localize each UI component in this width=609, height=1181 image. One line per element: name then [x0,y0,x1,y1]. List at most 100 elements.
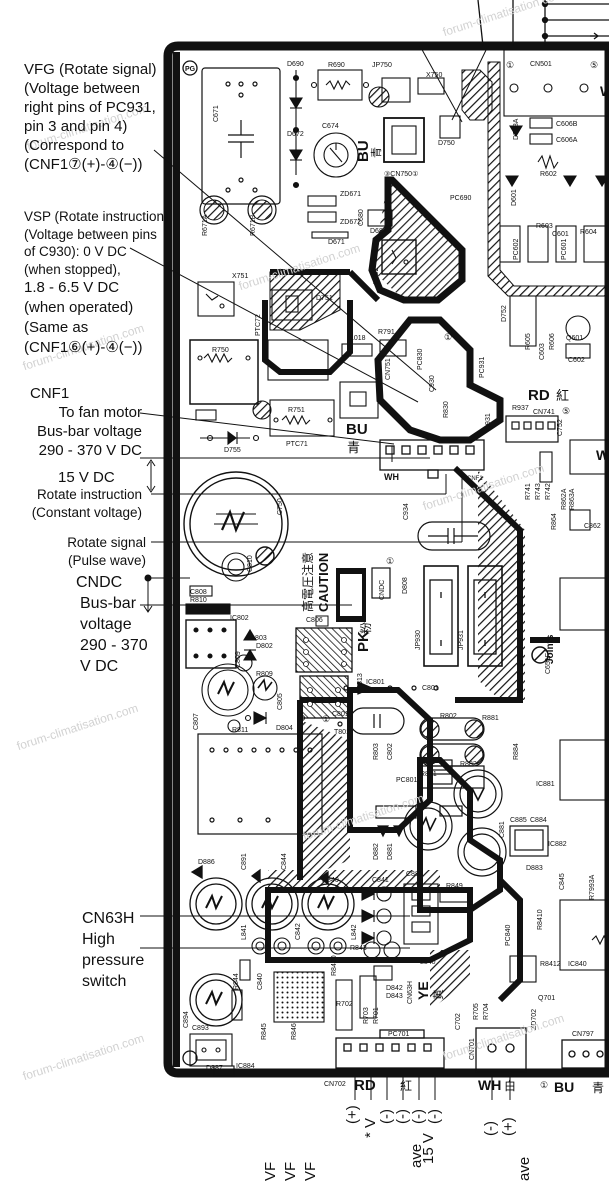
pin-label: ave [516,1156,533,1181]
svg-text:R881: R881 [482,715,499,722]
svg-text:粉: 粉 [359,622,373,634]
svg-text:R846: R846 [291,1023,298,1040]
svg-text:IC840: IC840 [568,961,587,968]
svg-text:R702: R702 [336,1001,353,1008]
left-mid-labels: C808 R810 C810 R899 IC802 D803 D802 R809… [190,555,293,734]
svg-text:R830: R830 [443,401,450,418]
svg-text:青: 青 [370,147,383,158]
connector-cn701 [475,1027,609,1073]
svg-text:⑤: ⑤ [562,406,570,416]
svg-text:CAUTION: CAUTION [316,553,331,612]
svg-text:BU: BU [346,421,368,438]
right-column-labels: CN501 WH D758A C606B C606A R602 D601 R60… [501,61,609,968]
svg-text:PC840: PC840 [505,924,512,946]
svg-text:WH: WH [384,472,399,482]
svg-text:C805: C805 [277,693,284,710]
svg-text:L841: L841 [241,924,248,940]
top-wires [477,0,609,47]
svg-text:C807: C807 [193,713,200,730]
svg-text:D681: D681 [370,228,387,235]
svg-text:D887: D887 [206,1065,223,1072]
svg-text:CN751: CN751 [385,358,392,380]
annotation-line: (when operated) [24,299,134,316]
svg-text:C671: C671 [213,105,220,122]
svg-text:R8410: R8410 [537,909,544,930]
pin-label: (-) [482,1121,499,1136]
capacitor-bottom-labels: D886 C891 C844 D840 L841 C842 L842 C894 [183,853,358,1028]
pin-label: VF [282,1161,299,1181]
svg-text:Q601: Q601 [566,335,583,342]
annotation-line: CNDC [76,574,123,591]
svg-text:CN701: CN701 [469,1038,476,1060]
svg-text:PC830: PC830 [417,348,424,370]
annotation-line: Bus-bar voltage [36,423,142,440]
svg-text:CN702: CN702 [324,1081,346,1088]
svg-text:PTC71: PTC71 [286,441,308,448]
svg-text:WH: WH [596,447,609,463]
svg-text:X752: X752 [373,268,380,284]
svg-text:C606A: C606A [556,137,578,144]
svg-text:C801: C801 [332,711,349,718]
svg-text:C891: C891 [241,853,248,870]
svg-text:C680: C680 [358,209,365,226]
svg-text:PC931: PC931 [479,356,486,378]
svg-text:D803: D803 [250,635,267,642]
svg-text:R690: R690 [328,62,345,69]
annotation-15vdc: 15 V DC [58,469,115,486]
svg-text:①: ① [540,1080,548,1090]
connector-cnf1-tag: BU 青 [346,421,368,455]
annotation-line: VSP (Rotate instruction) [24,209,169,224]
svg-text:D882: D882 [373,843,380,860]
svg-text:C750: C750 [277,498,284,515]
svg-text:PTC72: PTC72 [255,314,262,336]
annotation-line: (Voltage between [24,80,140,97]
svg-text:RD: RD [354,1077,376,1094]
svg-text:R801: R801 [420,771,437,778]
lower-mid-labels: R882 C883 D882 D881 C885 C884 IC882 D883… [373,743,567,878]
svg-text:R8420: R8420 [331,955,338,976]
svg-text:D802: D802 [256,643,273,650]
svg-text:X750: X750 [426,72,442,79]
svg-text:PC690: PC690 [450,195,472,202]
svg-text:C651F: C651F [545,653,552,674]
svg-text:R704: R704 [483,1003,490,1020]
coil-row [231,937,401,1031]
pin-label: (+) [500,1117,517,1136]
svg-text:D690: D690 [287,61,304,68]
svg-text:BU: BU [554,1079,574,1095]
svg-text:D752: D752 [501,305,508,322]
annotation-line: (Correspond to [24,137,125,154]
svg-text:YE: YE [415,981,431,1000]
svg-text:C844: C844 [281,853,288,870]
left-mid-parts [185,552,306,733]
svg-text:IC802: IC802 [230,615,249,622]
svg-text:WH: WH [600,83,609,99]
annotation-line: right pins of PC931, [24,99,156,116]
pg-mark: PG [182,60,198,1066]
svg-text:T801: T801 [334,729,350,736]
svg-text:JP750: JP750 [372,62,392,69]
svg-text:CN741: CN741 [533,409,555,416]
svg-text:C752: C752 [557,419,564,436]
svg-text:D671: D671 [328,239,345,246]
svg-text:C934: C934 [403,503,410,520]
annotation-line: V DC [80,658,119,675]
svg-text:CNF1: CNF1 [467,476,483,482]
svg-text:R604: R604 [580,229,597,236]
svg-text:D841: D841 [374,887,391,894]
annotation-line: (Voltage between pins [24,226,157,242]
fuse-labels: JP930 JP931 D808 [402,577,465,650]
connector-cnf1-labels: WH CNF1 [384,472,483,482]
annotation-line: CNF1 [30,385,70,402]
svg-text:①: ① [322,714,330,724]
svg-text:C841: C841 [372,877,389,884]
top-row-labels: D690 R690 JP750 X750 D672 C674 D750 ZD67… [232,61,472,302]
pin-label: (-) [394,1109,411,1124]
svg-text:C809: C809 [235,651,242,668]
pin-label: (-) [426,1109,443,1124]
svg-text:ZD672: ZD672 [340,219,361,226]
polarity-marks: ① ⑤ ⑤ ① ① ① [322,60,598,724]
svg-text:C806: C806 [306,617,323,624]
svg-text:ZD671: ZD671 [340,191,361,198]
top-row-parts [197,69,461,321]
